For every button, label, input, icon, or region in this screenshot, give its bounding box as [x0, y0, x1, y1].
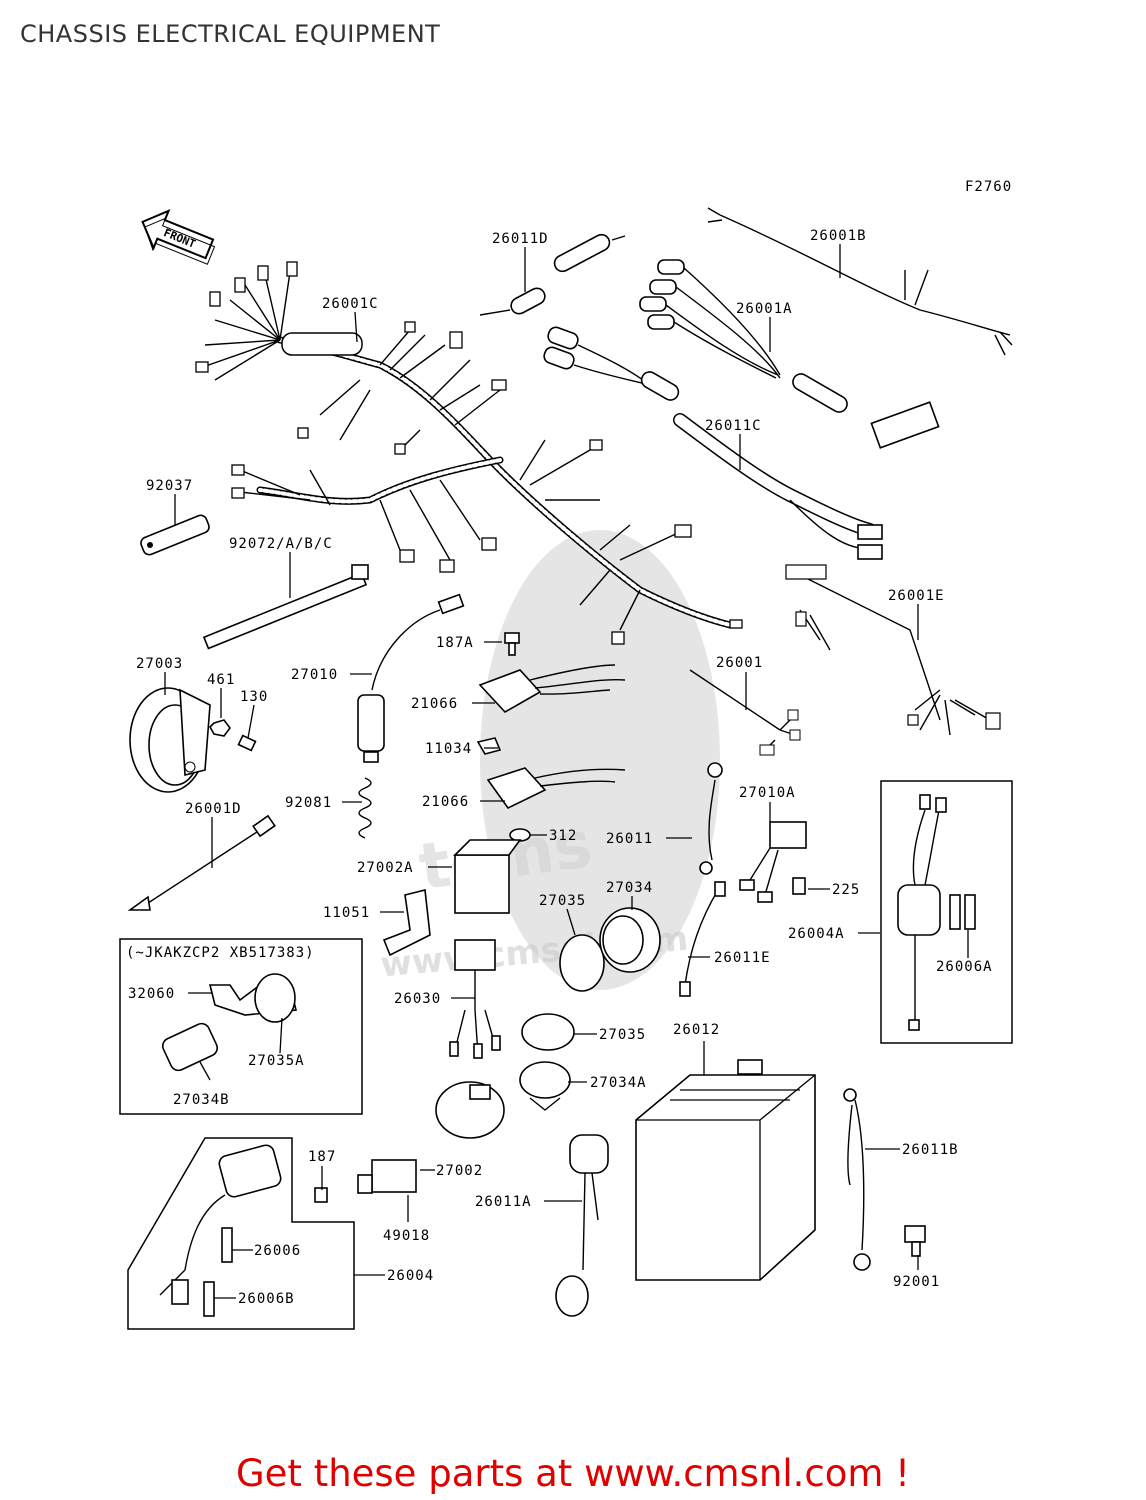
part-187a: [504, 632, 520, 656]
inset-26004a: [880, 780, 1013, 1044]
label-92072: 92072/A/B/C: [229, 536, 333, 552]
label-26011b: 26011B: [902, 1142, 959, 1158]
label-130: 130: [240, 689, 268, 705]
part-26001e: [785, 564, 1001, 736]
label-27002: 27002: [436, 1163, 483, 1179]
label-26004: 26004: [387, 1268, 434, 1284]
label-11034: 11034: [425, 741, 472, 757]
part-21066-a: [478, 664, 626, 714]
part-26011d: [479, 233, 626, 316]
label-26011e: 26011E: [714, 950, 771, 966]
part-26011c: [543, 326, 883, 560]
label-26001: 26001: [716, 655, 763, 671]
label-92037: 92037: [146, 478, 193, 494]
part-27002a: [453, 839, 522, 914]
label-187a: 187A: [436, 635, 474, 651]
label-26011c: 26011C: [705, 418, 762, 434]
label-26001b: 26001B: [810, 228, 867, 244]
label-27002a: 27002A: [357, 860, 414, 876]
part-225-screw: [792, 877, 806, 895]
part-26011: [699, 762, 723, 875]
label-26011d: 26011D: [492, 231, 549, 247]
part-130-bolt: [237, 734, 257, 752]
page-title: CHASSIS ELECTRICAL EQUIPMENT: [20, 20, 441, 48]
part-27003-horn: [129, 687, 211, 793]
part-461-nut: [209, 719, 231, 737]
label-inset-note: (~JKAKZCP2 XB517383): [126, 945, 315, 961]
part-26011b: [843, 1088, 871, 1271]
part-27034a: [519, 1061, 571, 1111]
part-27034: [599, 907, 661, 973]
main-harness-26001c: [195, 261, 743, 645]
part-26001d: [127, 814, 276, 911]
label-21066-a: 21066: [411, 696, 458, 712]
part-26001b: [707, 207, 1013, 356]
label-92001: 92001: [893, 1274, 940, 1290]
footer-cta-link[interactable]: Get these parts at www.cmsnl.com !: [235, 1452, 910, 1495]
part-27010: [357, 593, 465, 763]
watermark-logo: tcms www.cmsnl.com: [379, 530, 720, 990]
label-32060: 32060: [128, 986, 175, 1002]
label-27035a: 27035A: [248, 1053, 305, 1069]
part-26011e: [679, 881, 726, 997]
label-27035-a: 27035: [539, 893, 586, 909]
part-26004: [159, 1144, 282, 1317]
part-27035-a: [559, 934, 605, 992]
label-27034: 27034: [606, 880, 653, 896]
label-26004a: 26004A: [788, 926, 845, 942]
front-arrow-icon: FRONT: [141, 208, 216, 265]
part-26012-battery: [635, 1059, 816, 1281]
part-92001-bolt: [904, 1225, 926, 1257]
part-26011a: [555, 1134, 609, 1317]
parts-diagram: tcms www.cmsnl.com F2760 FRONT: [119, 179, 1013, 1330]
label-26001d: 26001D: [185, 801, 242, 817]
label-26030: 26030: [394, 991, 441, 1007]
label-26006: 26006: [254, 1243, 301, 1259]
part-27034b: [161, 1022, 219, 1072]
inset-early-models: [119, 938, 363, 1115]
label-27035-b: 27035: [599, 1027, 646, 1043]
part-187-bolt: [314, 1187, 328, 1203]
label-26006b: 26006B: [238, 1291, 295, 1307]
part-26004a: [897, 794, 976, 1031]
label-26011: 26011: [606, 831, 653, 847]
part-32060-27035a: [208, 973, 297, 1023]
label-312: 312: [549, 828, 577, 844]
part-26001a: [639, 259, 940, 449]
label-225: 225: [832, 882, 860, 898]
label-27010: 27010: [291, 667, 338, 683]
label-27034a: 27034A: [590, 1075, 647, 1091]
part-labels: 26011D 26001B 26001C 26001A 26011C 92037…: [126, 228, 993, 1307]
part-92081-spring: [358, 777, 372, 839]
label-27003: 27003: [136, 656, 183, 672]
part-11051: [382, 889, 431, 957]
part-92072: [202, 564, 369, 650]
inset-26004: [127, 1137, 355, 1330]
figure-code: F2760: [965, 179, 1012, 195]
label-26001a: 26001A: [736, 301, 793, 317]
part-26030: [449, 939, 501, 1059]
label-26012: 26012: [673, 1022, 720, 1038]
leader-lines: [164, 244, 969, 1299]
label-26011a: 26011A: [475, 1194, 532, 1210]
part-11034: [476, 737, 502, 755]
part-27035-b: [521, 1013, 575, 1051]
label-461: 461: [207, 672, 235, 688]
label-11051: 11051: [323, 905, 370, 921]
label-27034b: 27034B: [173, 1092, 230, 1108]
label-26006a: 26006A: [936, 959, 993, 975]
label-26001e: 26001E: [888, 588, 945, 604]
part-27002: [435, 1081, 505, 1139]
label-21066-b: 21066: [422, 794, 469, 810]
part-92037: [140, 514, 210, 556]
label-92081: 92081: [285, 795, 332, 811]
label-49018: 49018: [383, 1228, 430, 1244]
part-49018: [357, 1159, 417, 1194]
label-27010a: 27010A: [739, 785, 796, 801]
part-21066-b: [486, 767, 626, 810]
label-26001c: 26001C: [322, 296, 379, 312]
part-27010a: [739, 821, 807, 903]
label-187: 187: [308, 1149, 336, 1165]
part-26001: [689, 669, 801, 756]
